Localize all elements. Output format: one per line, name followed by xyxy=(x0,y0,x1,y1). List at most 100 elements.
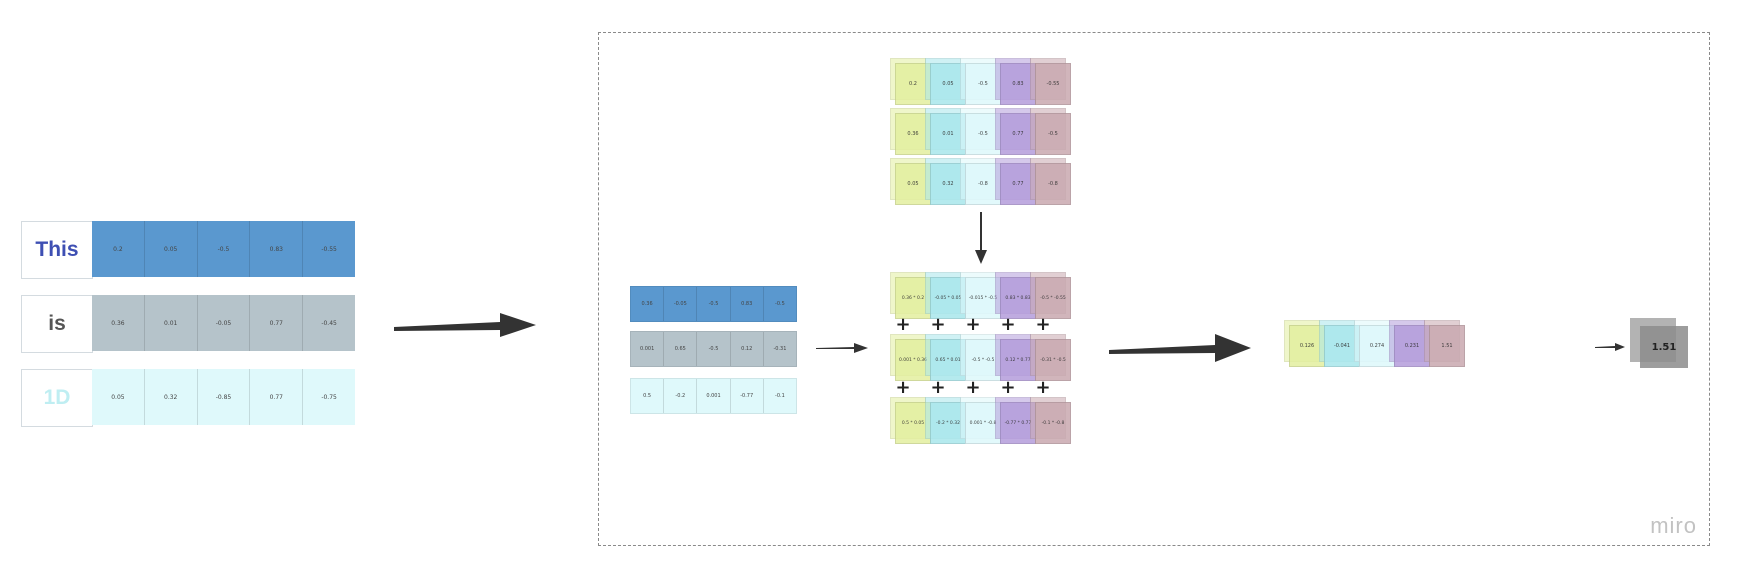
stack-cell-value: 0.5 * 0.05 xyxy=(901,420,925,426)
stack-cell-value: -0.77 * 0.77 xyxy=(1004,420,1032,426)
arrow-right-icon xyxy=(1595,343,1625,351)
vector-cell: 0.01 xyxy=(143,295,197,351)
vector-cell: 0.001 xyxy=(696,379,729,413)
vector-cell: -0.31 xyxy=(762,332,796,366)
stack-cell-value: 0.65 * 0.01 xyxy=(935,357,961,363)
vector-cell: -0.05 xyxy=(663,287,696,321)
stack-cell: -0.5 xyxy=(1035,113,1071,155)
stack-cell-value: 0.274 xyxy=(1369,343,1385,349)
stack-cell-value: -0.015 * -0.5 xyxy=(968,295,998,301)
stack-cell-value: 0.2 xyxy=(909,81,917,87)
vector-cell: 0.77 xyxy=(249,295,302,351)
vector-cell: 0.05 xyxy=(143,221,197,277)
arrow-right-icon xyxy=(1109,334,1251,362)
stack-cell-value: 0.12 * 0.77 xyxy=(1005,357,1031,363)
vector-cell: 0.65 xyxy=(663,332,696,366)
cell-stack: 0.36 * 0.2 -0.05 * 0.05 -0.015 * -0.5 0.83 … xyxy=(890,272,1071,319)
plus-icon: + xyxy=(1035,377,1051,398)
stack-cell-value: 0.126 xyxy=(1299,343,1315,349)
vector-cell: -0.5 xyxy=(196,221,250,277)
stack-cell-value: -0.8 xyxy=(1048,181,1058,187)
stack-cell-value: 1.51 xyxy=(1441,343,1453,349)
stack-cell-value: 0.83 xyxy=(1012,81,1024,87)
plus-icon: + xyxy=(1000,314,1016,335)
plus-icon: + xyxy=(1000,377,1016,398)
vector-cell: -0.5 xyxy=(762,287,796,321)
vector-cell: -0.1 xyxy=(762,379,796,413)
plus-icon: + xyxy=(895,377,911,398)
computation-frame: miro xyxy=(598,32,1710,546)
vector-cell: 0.05 xyxy=(111,393,125,401)
stack-cell-value: 0.83 * 0.83 xyxy=(1005,295,1031,301)
vector-cell: 0.001 xyxy=(639,346,655,352)
arrow-down-icon xyxy=(975,212,987,264)
stack-cell-value: 0.01 xyxy=(942,131,954,137)
vector-cell: 0.12 xyxy=(729,332,763,366)
vector-cell: 0.5 xyxy=(643,393,652,399)
vector-cell: -0.5 xyxy=(696,332,729,366)
vector-cell: 0.83 xyxy=(729,287,763,321)
plus-icon: + xyxy=(965,314,981,335)
vector-cell: 0.2 xyxy=(113,245,123,253)
stack-cell: -0.55 xyxy=(1035,63,1071,105)
cell-stack: 0.5 * 0.05 -0.2 * 0.32 0.001 * -0.8 -0.77 *… xyxy=(890,397,1071,444)
vector-cell: -0.75 xyxy=(302,369,355,425)
cell-stack: 0.001 * 0.36 0.65 * 0.01 -0.5 * -0.5 0.12 *… xyxy=(890,334,1071,381)
vector-cell: 0.77 xyxy=(249,369,302,425)
stack-cell-value: 0.77 xyxy=(1012,181,1024,187)
cell-stack: 0.2 0.05 -0.5 0.83 -0.55 xyxy=(890,58,1071,105)
arrow-right-icon xyxy=(394,313,536,337)
stack-cell: -0.5 * -0.55 xyxy=(1035,277,1071,319)
vector-cell: 0.36 xyxy=(641,301,653,307)
token-word-is: is xyxy=(21,295,93,353)
stack-cell-value: -0.5 * -0.55 xyxy=(1040,295,1066,301)
vector-cell: -0.45 xyxy=(302,295,355,351)
stack-cell-value: 0.36 * 0.2 xyxy=(901,295,925,301)
arrow-right-icon xyxy=(816,343,868,353)
vector-cell: -0.55 xyxy=(302,221,355,277)
stack-cell-value: 0.231 xyxy=(1404,343,1420,349)
vector-cell: -0.05 xyxy=(196,295,250,351)
vector-cell: -0.5 xyxy=(696,287,729,321)
stack-cell-value: 0.001 * 0.36 xyxy=(898,357,927,363)
plus-icon: + xyxy=(1035,314,1051,335)
stack-cell-value: -0.55 xyxy=(1046,81,1060,87)
stack-cell-value: -0.5 xyxy=(978,81,988,87)
stack-cell-value: 0.32 xyxy=(942,181,954,187)
stack-cell-value: 0.001 * -0.8 xyxy=(969,420,997,426)
stack-cell-value: -0.8 xyxy=(978,181,988,187)
stack-cell: 1.51 xyxy=(1429,325,1465,367)
vector-cell: 0.36 xyxy=(111,319,125,327)
stack-cell-value: 0.36 xyxy=(907,131,919,137)
plus-icon: + xyxy=(930,377,946,398)
plus-row-1: + + + + + xyxy=(893,314,1073,335)
token-word-this: This xyxy=(21,221,93,279)
plus-icon: + xyxy=(895,314,911,335)
stack-cell-value: 0.05 xyxy=(942,81,954,87)
stack-cell-value: -0.05 * 0.05 xyxy=(934,295,962,301)
result-value: 1.51 xyxy=(1651,341,1677,353)
plus-icon: + xyxy=(965,377,981,398)
stack-cell: -0.1 * -0.8 xyxy=(1035,402,1071,444)
plus-row-2: + + + + + xyxy=(893,377,1073,398)
vector-cell: 0.32 xyxy=(143,369,197,425)
miro-watermark: miro xyxy=(1650,513,1697,538)
token-word-1d: 1D xyxy=(21,369,93,427)
stack-cell-value: -0.31 * -0.5 xyxy=(1040,357,1066,363)
stack-cell-value: -0.2 * 0.32 xyxy=(936,420,960,426)
vector-cell: -0.77 xyxy=(729,379,763,413)
stack-cell: -0.8 xyxy=(1035,163,1071,205)
vector-cell: 0.83 xyxy=(249,221,302,277)
stack-cell-value: 0.05 xyxy=(907,181,919,187)
plus-icon: + xyxy=(930,314,946,335)
stack-cell-value: -0.5 * -0.5 xyxy=(971,357,995,363)
cell-stack: 0.05 0.32 -0.8 0.77 -0.8 xyxy=(890,158,1071,205)
stack-cell-value: -0.5 xyxy=(1048,131,1058,137)
